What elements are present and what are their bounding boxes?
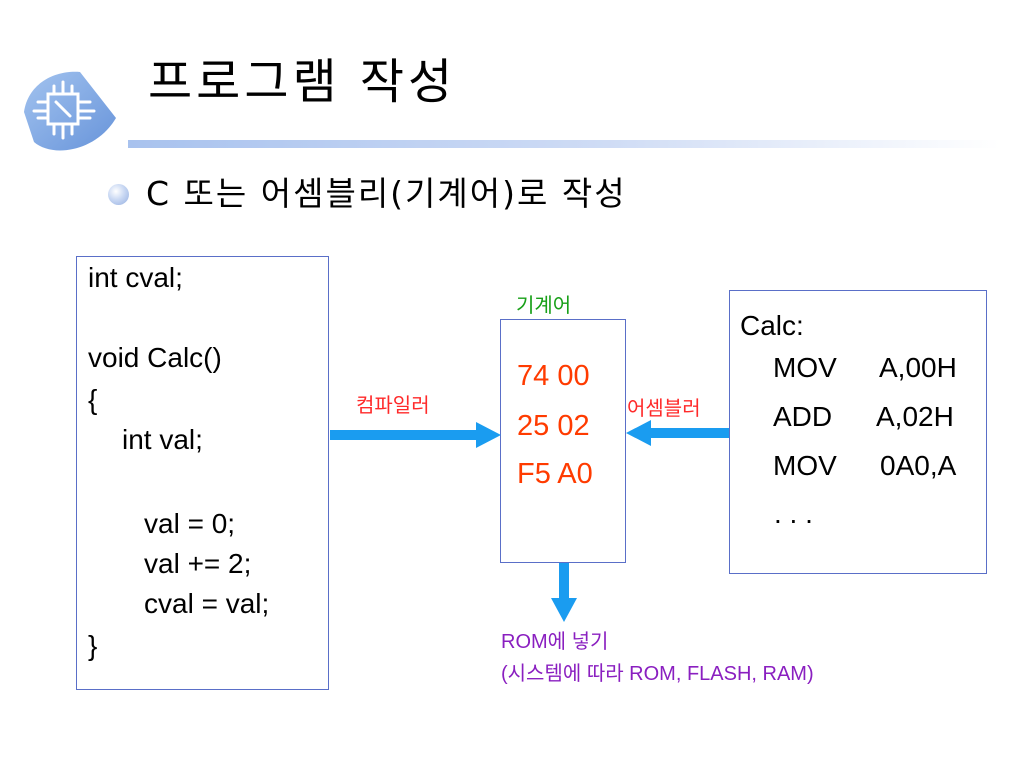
page-title: 프로그램 작성 xyxy=(148,54,457,110)
assembly-op: MOV xyxy=(773,450,837,481)
c-code-line: val = 0; xyxy=(144,508,236,539)
machine-code-line: 74 00 xyxy=(517,360,590,392)
c-code-line: cval = val; xyxy=(144,588,270,619)
c-source-box xyxy=(76,256,329,690)
c-code-line: val += 2; xyxy=(144,548,252,579)
rom-arrow xyxy=(551,563,577,622)
assembler-label: 어셈블러 xyxy=(627,396,701,420)
machine-code-line: F5 A0 xyxy=(517,458,593,490)
compiler-label: 컴파일러 xyxy=(356,393,430,417)
assembler-arrow xyxy=(626,420,729,446)
assembly-box xyxy=(729,290,987,574)
compiler-arrow xyxy=(330,422,501,448)
machine-code-label: 기계어 xyxy=(516,293,572,317)
bullet-text: C 또는 어셈블리(기계어)로 작성 xyxy=(146,174,627,213)
assembly-label: Calc: xyxy=(740,310,804,341)
assembly-arg: A,00H xyxy=(879,352,957,383)
assembly-op: ADD xyxy=(773,401,833,432)
c-code-line: int cval; xyxy=(88,262,183,293)
c-code-line: { xyxy=(88,384,98,415)
assembly-arg: A,02H xyxy=(876,401,954,432)
assembly-op: MOV xyxy=(773,352,837,383)
title-underline xyxy=(128,140,1000,148)
c-code-line: } xyxy=(88,630,98,661)
bullet-icon xyxy=(108,184,129,205)
c-code-line: int val; xyxy=(122,424,203,455)
rom-note: (시스템에 따라 ROM, FLASH, RAM) xyxy=(501,663,814,685)
assembly-ellipsis: . . . xyxy=(774,498,813,529)
machine-code-box xyxy=(500,319,626,563)
machine-code-line: 25 02 xyxy=(517,410,590,442)
circuit-chip-icon xyxy=(24,71,116,151)
rom-label: ROM에 넣기 xyxy=(501,631,609,653)
assembly-arg: 0A0,A xyxy=(880,450,957,481)
c-code-line: void Calc() xyxy=(88,342,222,373)
